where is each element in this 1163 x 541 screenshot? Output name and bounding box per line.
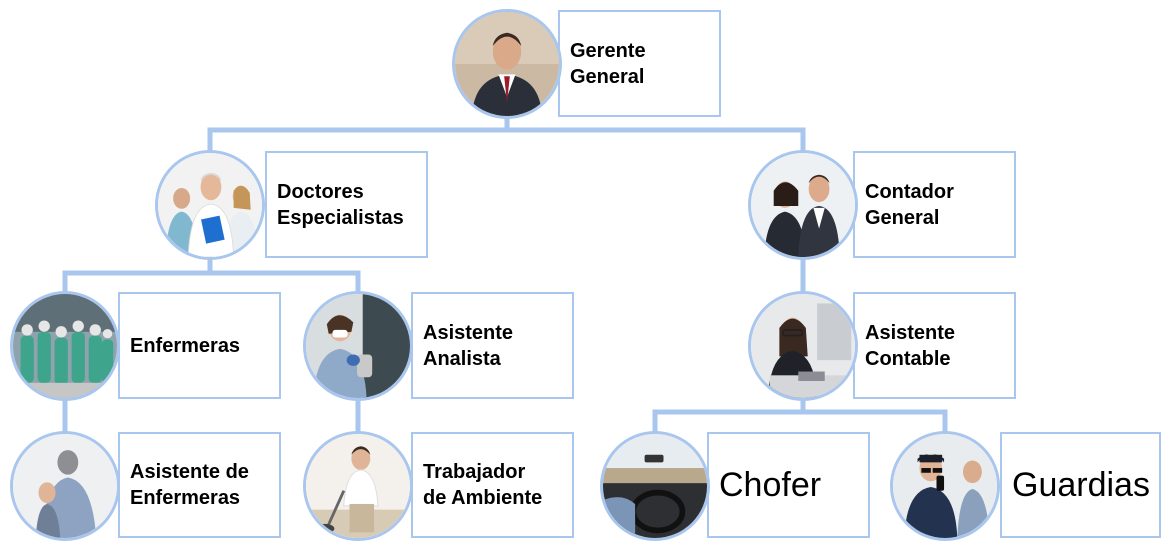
security-guards-photo-icon bbox=[890, 431, 1000, 541]
driver-photo-icon bbox=[600, 431, 710, 541]
label-box-asistente-contable: Asistente Contable bbox=[853, 292, 1016, 399]
label-box-asistente-enfermeras: Asistente de Enfermeras bbox=[118, 432, 281, 538]
label-box-chofer: Chofer bbox=[707, 432, 870, 538]
label-box-asistente-analista: Asistente Analista bbox=[411, 292, 574, 399]
label-contador-general: Contador General bbox=[865, 180, 954, 229]
nurse-assistant-photo-icon bbox=[10, 431, 120, 541]
label-gerente-general: Gerente General bbox=[570, 39, 646, 88]
doctors-photo-icon bbox=[155, 150, 265, 260]
cleaning-worker-photo-icon bbox=[303, 431, 413, 541]
nurses-photo-icon bbox=[10, 291, 120, 401]
label-trabajador-ambiente: Trabajador de Ambiente bbox=[423, 461, 543, 509]
label-enfermeras: Enfermeras bbox=[130, 334, 241, 357]
label-box-trabajador-ambiente: Trabajador de Ambiente bbox=[411, 432, 574, 538]
label-asistente-enfermeras: Asistente de Enfermeras bbox=[130, 461, 249, 509]
label-box-contador-general: Contador General bbox=[853, 151, 1016, 258]
label-box-enfermeras: Enfermeras bbox=[118, 292, 281, 399]
accountants-photo-icon bbox=[748, 150, 858, 260]
label-box-doctores-especialistas: Doctores Especialistas bbox=[265, 151, 428, 258]
label-box-guardias: Guardias bbox=[1000, 432, 1161, 538]
manager-photo-icon bbox=[452, 9, 562, 119]
label-doctores-especialistas: Doctores Especialistas bbox=[277, 180, 404, 229]
label-chofer: Chofer bbox=[719, 466, 822, 504]
label-guardias: Guardias bbox=[1012, 466, 1150, 504]
label-asistente-contable: Asistente Contable bbox=[865, 321, 956, 370]
label-box-gerente-general: Gerente General bbox=[558, 10, 721, 117]
label-asistente-analista: Asistente Analista bbox=[423, 321, 514, 370]
accounting-assistant-photo-icon bbox=[748, 291, 858, 401]
analyst-assistant-photo-icon bbox=[303, 291, 413, 401]
